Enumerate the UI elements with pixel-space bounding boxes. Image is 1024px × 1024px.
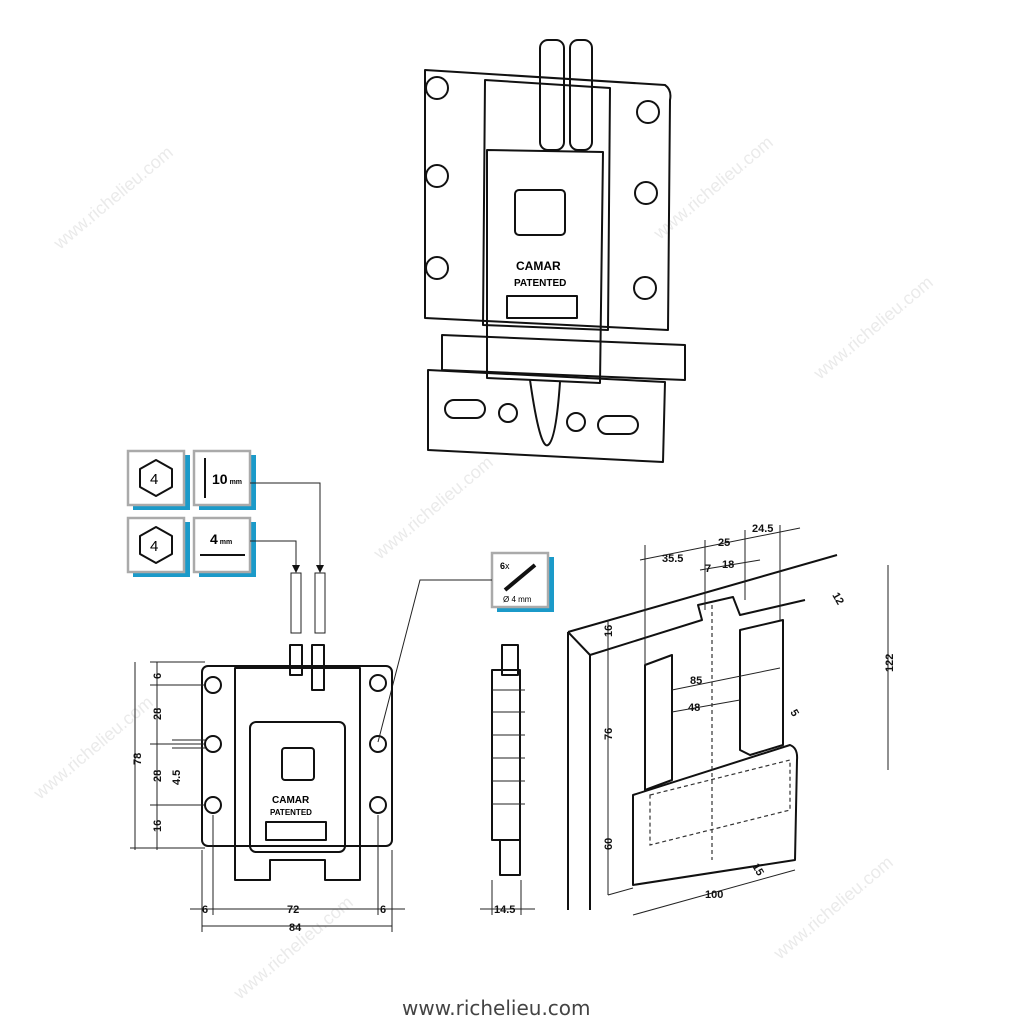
screw-count: 6 [500,561,505,571]
footer-url: www.richelieu.com [402,996,591,1020]
hex-key-size: 4 [150,471,158,488]
dim-bottom-margin: 16 [152,820,164,832]
drill-diameter-unit: mm [220,539,232,546]
hex-key-icon [139,459,173,497]
dim-hole-spacing-1: 28 [152,708,164,720]
dim-15: 15 [749,862,766,879]
hex-key-icon [139,526,173,564]
drill-depth-unit: mm [230,479,242,486]
dim-top-margin: 6 [152,673,164,679]
dim-thickness: 14.5 [494,904,515,916]
dim-hole-spacing-2: 28 [152,770,164,782]
dim-hole-width: 72 [287,904,299,916]
dim-18: 18 [722,559,734,571]
dim-16: 16 [603,625,615,637]
dim-25: 25 [718,537,730,549]
dim-right-margin: 6 [380,904,386,916]
watermark: www.richelieu.com [809,272,937,384]
screw-size: Ø 4 mm [503,595,532,604]
dim-100: 100 [705,889,723,901]
installation-isometric-view: 35.5 25 24.5 7 18 12 122 16 76 60 85 48 … [567,523,896,916]
watermark: www.richelieu.com [369,452,497,564]
dim-left-margin: 6 [202,904,208,916]
brand-label: CAMAR [272,795,310,806]
dim-24-5: 24.5 [752,523,773,535]
dim-60: 60 [603,838,615,850]
dim-hole-offset: 4.5 [171,770,183,785]
watermark: www.richelieu.com [29,692,157,804]
dim-total-width: 84 [289,922,302,934]
side-view: 14.5 [480,644,535,916]
dim-48: 48 [688,702,700,714]
watermark: www.richelieu.com [49,142,177,254]
dim-12: 12 [829,591,846,608]
svg-text:4mm: 4mm [210,531,232,547]
drill-depth: 10 [212,471,228,487]
screw-icon [503,563,537,592]
dim-total-height: 78 [132,753,144,765]
dim-5: 5 [787,708,800,719]
product-isometric-view: CAMAR PATENTED [424,39,686,463]
screw-count-suffix: x [505,561,510,571]
drill-diameter: 4 [210,531,218,547]
dim-85: 85 [690,675,702,687]
dim-35-5: 35.5 [662,553,683,565]
patented-label: PATENTED [514,278,566,289]
dim-76: 76 [603,728,615,740]
patented-label: PATENTED [270,808,312,817]
hex-key-size: 4 [150,538,158,555]
dim-122: 122 [884,654,896,672]
dim-7: 7 [705,563,711,575]
brand-label: CAMAR [516,259,561,273]
svg-text:6x: 6x [500,561,510,571]
watermark: www.richelieu.com [769,852,897,964]
front-view: CAMAR PATENTED 6 28 28 16 78 4.5 6 72 6 … [130,644,405,934]
